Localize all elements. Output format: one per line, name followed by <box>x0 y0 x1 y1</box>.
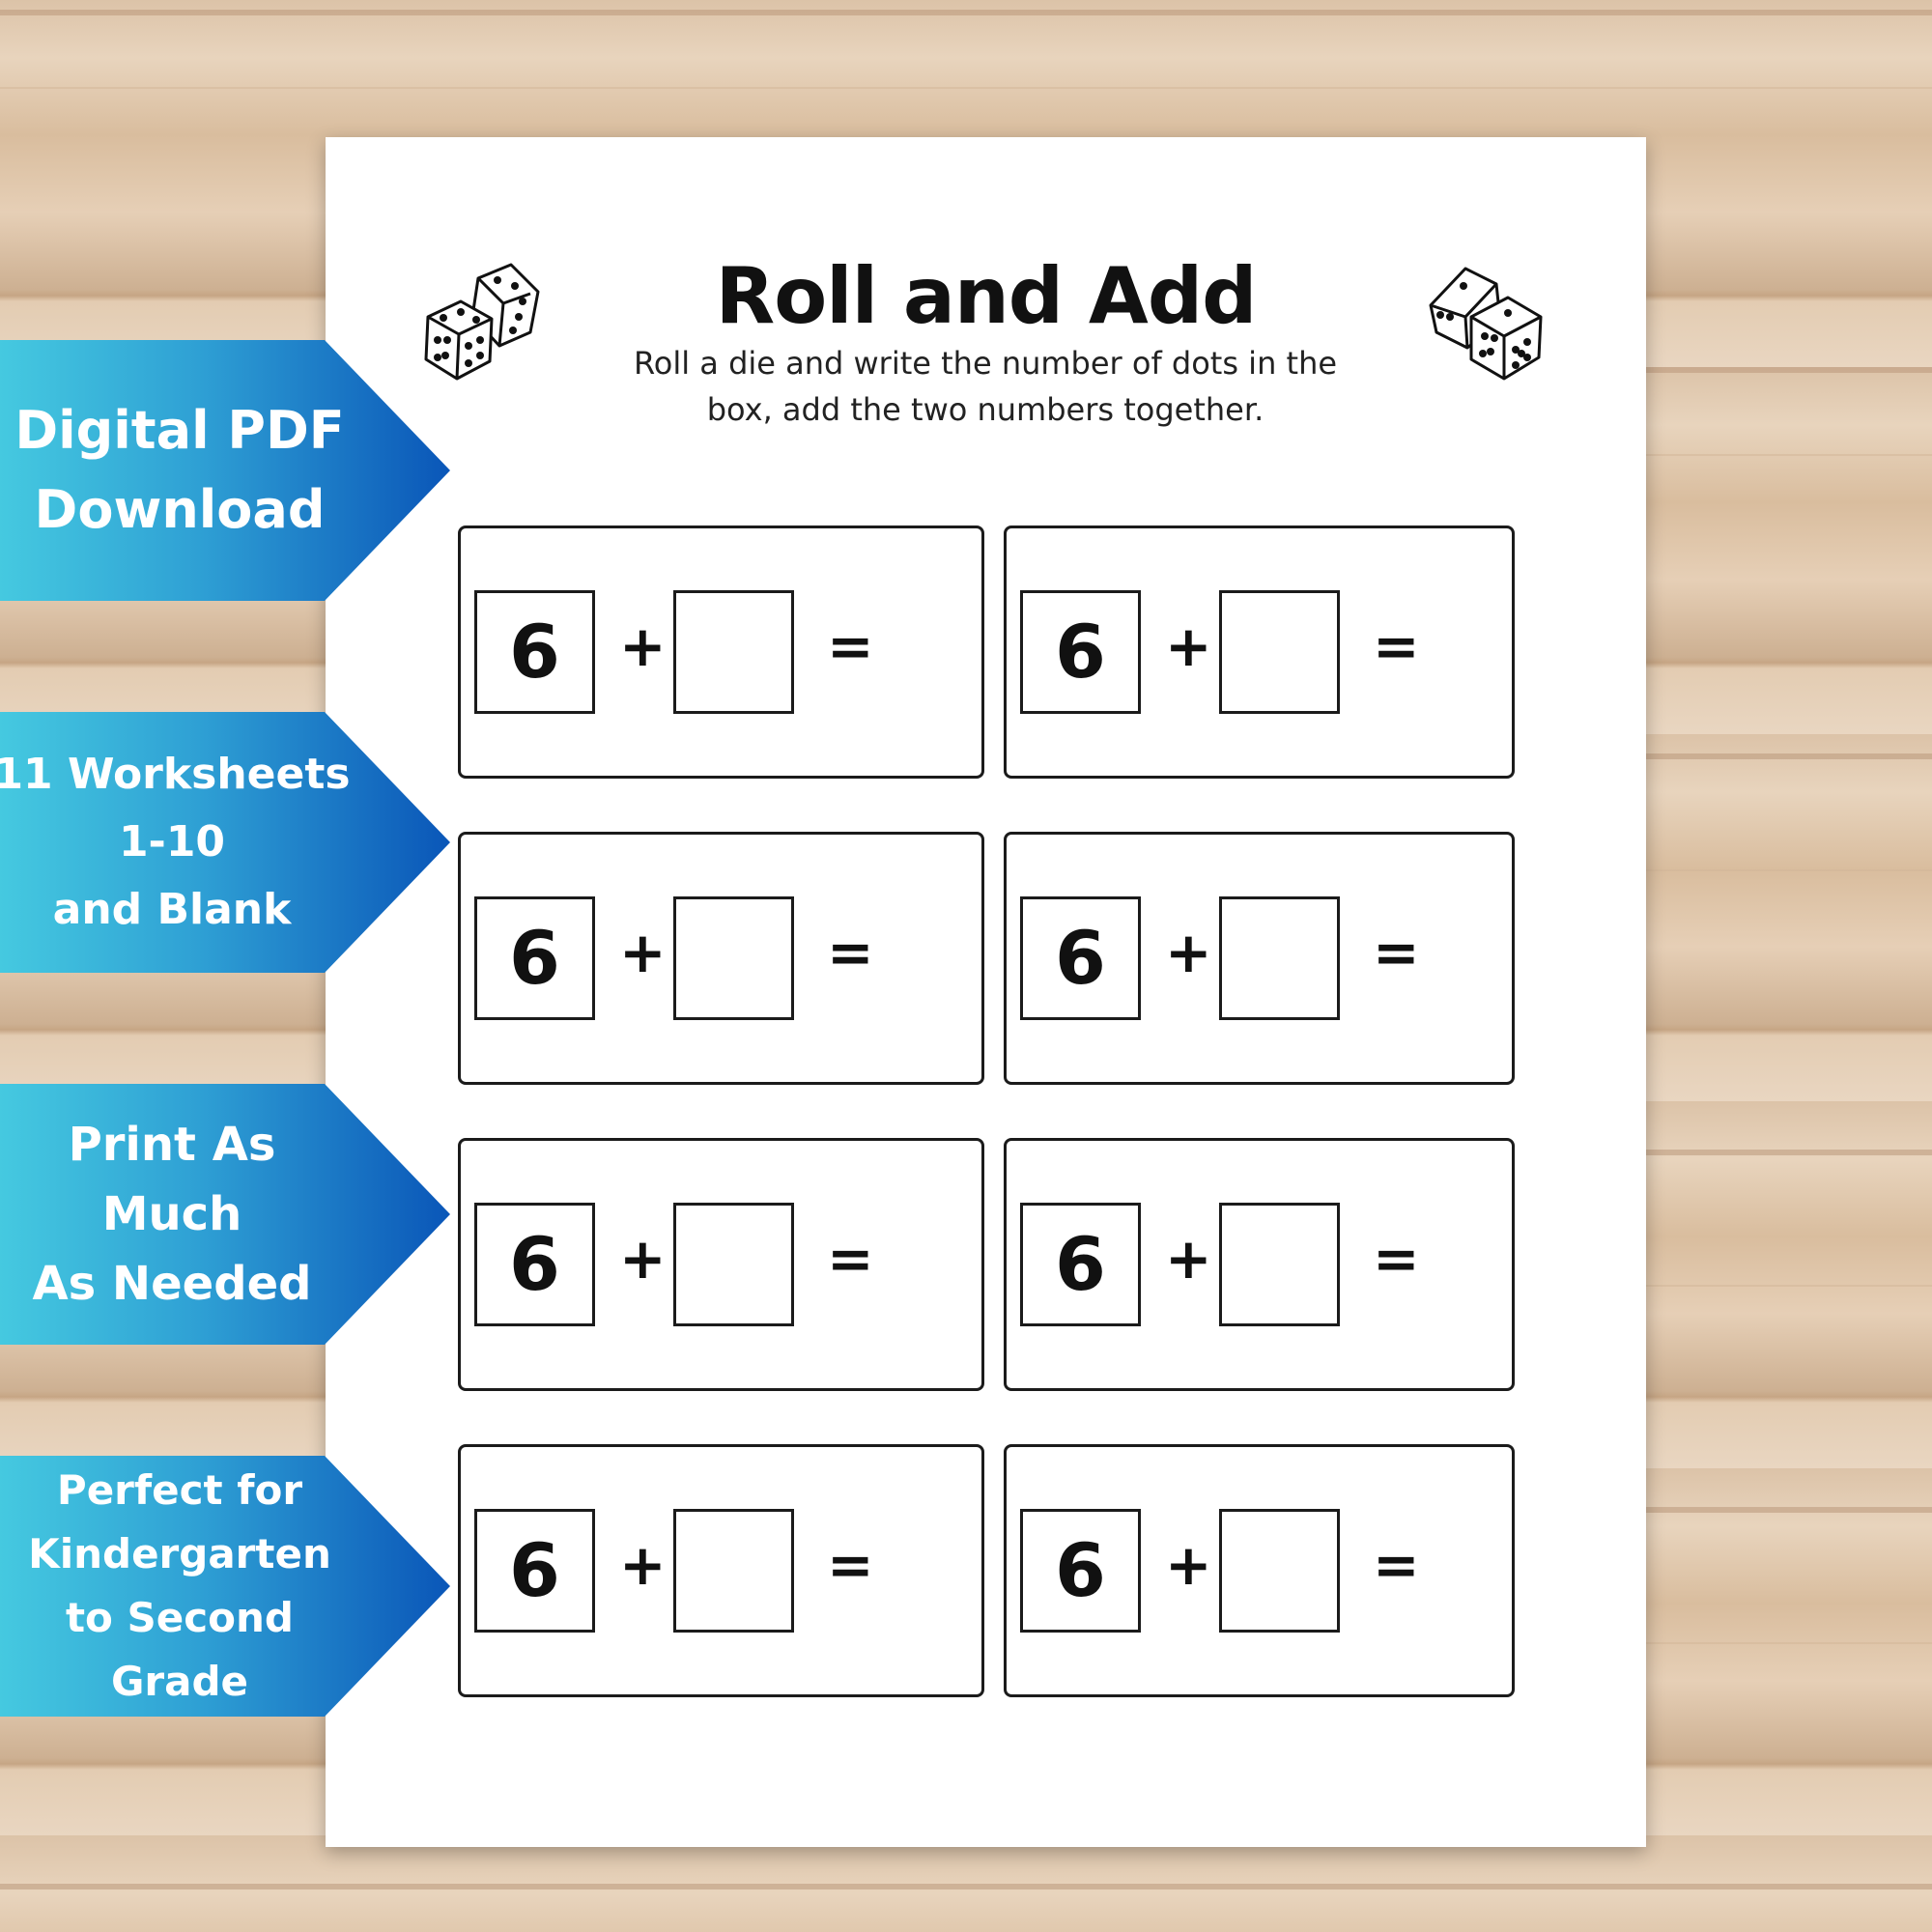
instructions-line-1: Roll a die and write the number of dots … <box>633 345 1338 382</box>
problem-card: 6 + = <box>1004 1444 1515 1697</box>
equals-sign: = <box>827 1532 874 1598</box>
plus-sign: + <box>619 1532 667 1598</box>
plus-sign: + <box>619 1226 667 1292</box>
answer-box[interactable] <box>673 1203 794 1326</box>
banner-line: Perfect for <box>56 1466 303 1514</box>
instructions: Roll a die and write the number of dots … <box>586 340 1384 433</box>
answer-box[interactable] <box>673 1509 794 1633</box>
problem-card: 6 + = <box>1004 526 1515 779</box>
first-number-box: 6 <box>1020 1203 1141 1326</box>
equals-sign: = <box>827 920 874 985</box>
problem-card: 6 + = <box>458 1444 984 1697</box>
answer-box[interactable] <box>673 590 794 714</box>
problem-card: 6 + = <box>458 832 984 1085</box>
first-number-box: 6 <box>1020 1509 1141 1633</box>
equals-sign: = <box>1373 920 1420 985</box>
first-number: 6 <box>1055 609 1106 695</box>
first-number-box: 6 <box>1020 896 1141 1020</box>
plus-sign: + <box>619 920 667 985</box>
problem-card: 6 + = <box>1004 832 1515 1085</box>
problem-card: 6 + = <box>1004 1138 1515 1391</box>
answer-box[interactable] <box>673 896 794 1020</box>
answer-box[interactable] <box>1219 896 1340 1020</box>
plus-sign: + <box>1165 1532 1212 1598</box>
problem-grid: 6 + = 6 + = 6 + = 6 + = 6 + = <box>458 526 1515 1697</box>
dice-pair-icon <box>422 259 544 383</box>
first-number: 6 <box>1055 1527 1106 1613</box>
plus-sign: + <box>1165 1226 1212 1292</box>
banner-line: Kindergarten <box>28 1530 331 1577</box>
first-number-box: 6 <box>474 590 595 714</box>
first-number-box: 6 <box>1020 590 1141 714</box>
banner-line: 11 Worksheets <box>0 750 351 799</box>
banner-line: and Blank <box>52 885 292 934</box>
equals-sign: = <box>827 613 874 679</box>
first-number: 6 <box>1055 915 1106 1001</box>
dice-pair-icon <box>1427 261 1548 384</box>
answer-box[interactable] <box>1219 1509 1340 1633</box>
banner-line: Digital PDF <box>14 400 345 461</box>
problem-card: 6 + = <box>458 1138 984 1391</box>
first-number: 6 <box>509 1527 560 1613</box>
plus-sign: + <box>1165 920 1212 985</box>
first-number-box: 6 <box>474 1509 595 1633</box>
answer-box[interactable] <box>1219 1203 1340 1326</box>
equals-sign: = <box>1373 613 1420 679</box>
first-number-box: 6 <box>474 896 595 1020</box>
worksheet-title: Roll and Add <box>715 251 1258 341</box>
worksheet-page: Roll and Add Roll a die and write the nu… <box>326 137 1646 1847</box>
first-number-box: 6 <box>474 1203 595 1326</box>
equals-sign: = <box>827 1226 874 1292</box>
equals-sign: = <box>1373 1226 1420 1292</box>
first-number: 6 <box>509 1221 560 1307</box>
banner-line: 1-10 <box>118 817 226 867</box>
first-number: 6 <box>1055 1221 1106 1307</box>
first-number: 6 <box>509 609 560 695</box>
banner-line: Print As Much <box>68 1118 276 1241</box>
equals-sign: = <box>1373 1532 1420 1598</box>
first-number: 6 <box>509 915 560 1001</box>
banner-line: As Needed <box>32 1257 312 1311</box>
plus-sign: + <box>619 613 667 679</box>
instructions-line-2: box, add the two numbers together. <box>706 391 1264 428</box>
plus-sign: + <box>1165 613 1212 679</box>
banner-line: Download <box>34 479 326 540</box>
banner-line: Grade <box>110 1658 249 1705</box>
answer-box[interactable] <box>1219 590 1340 714</box>
problem-card: 6 + = <box>458 526 984 779</box>
banner-line: to Second <box>65 1594 294 1641</box>
